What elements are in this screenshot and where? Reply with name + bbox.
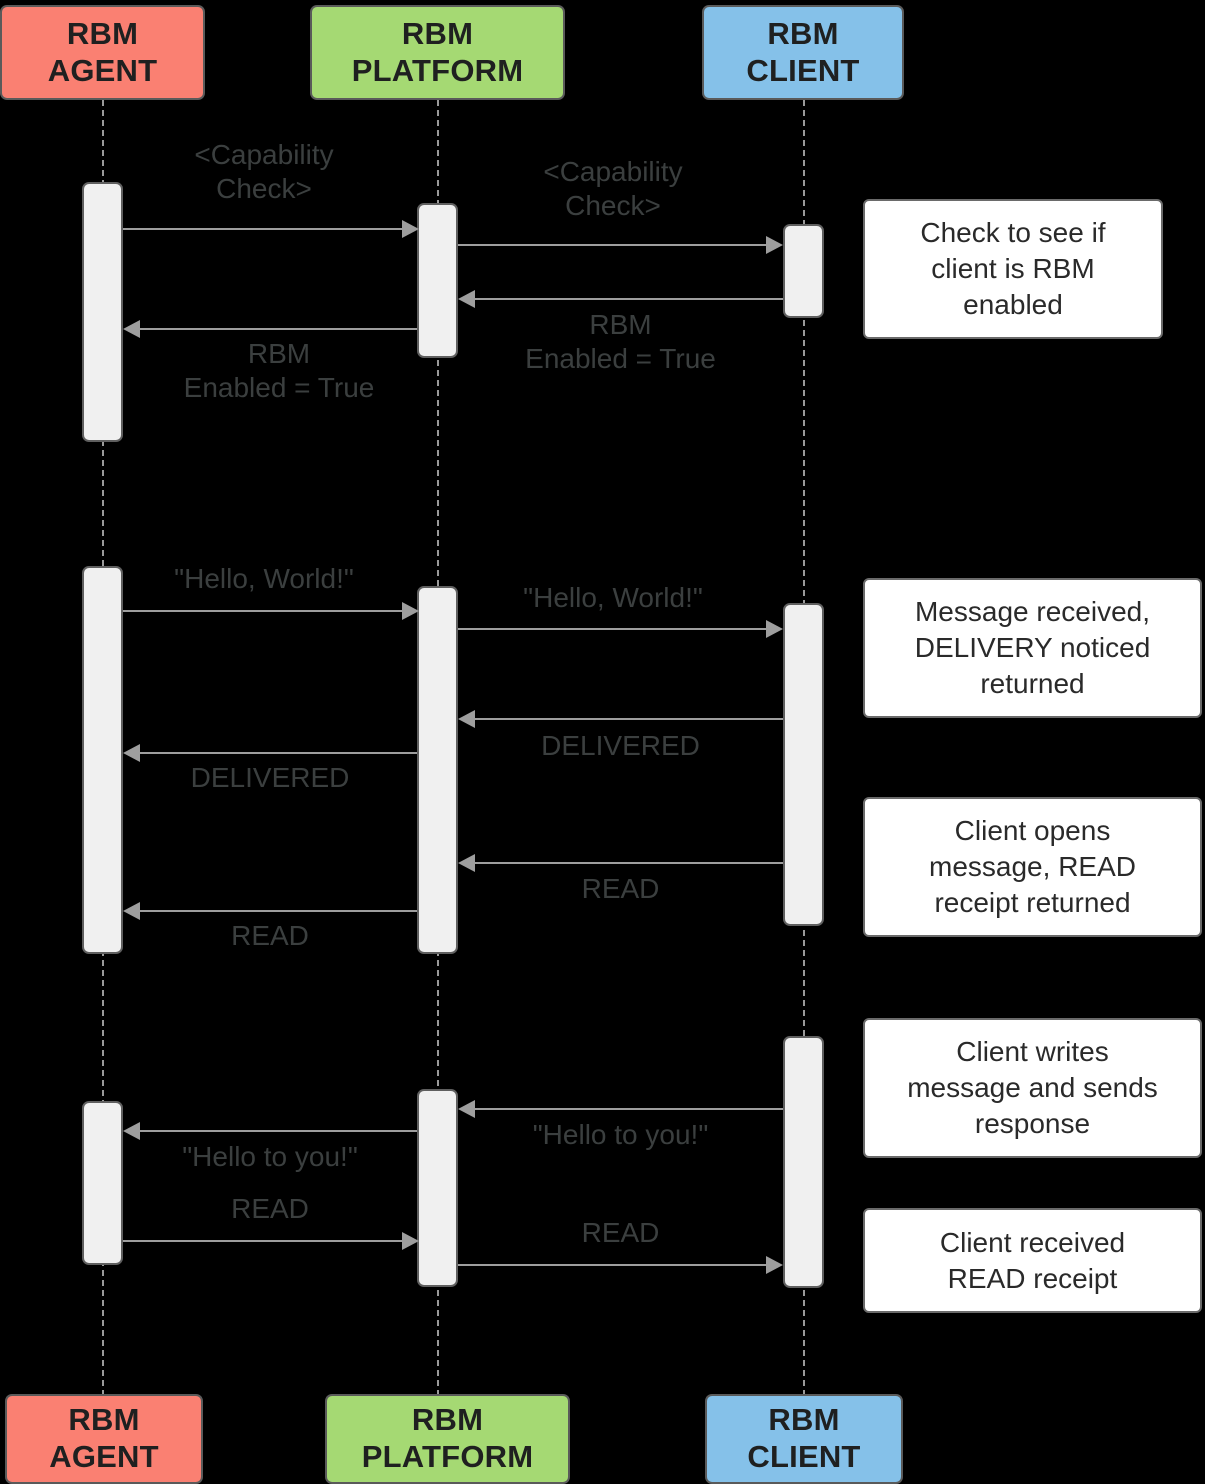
actor-header-agent-line1: RBM: [66, 15, 139, 51]
activation-agent-2: [82, 566, 123, 954]
actor-header-agent[interactable]: RBM AGENT: [0, 5, 205, 100]
actor-header-client[interactable]: RBM CLIENT: [702, 5, 904, 100]
message-label-read-platform-agent: READ: [231, 920, 309, 951]
message-line-read-platform-client: [458, 1264, 768, 1266]
arrow-head-read-platform-agent: [123, 902, 140, 920]
message-label-read-platform-client: READ: [581, 1217, 660, 1248]
arrow-head-hello-to-you-platform-agent: [123, 1122, 140, 1140]
actor-footer-platform[interactable]: RBM PLATFORM: [325, 1394, 570, 1484]
actor-footer-agent-line1: RBM: [68, 1402, 140, 1438]
message-label-capability-check-platform-client: <Capability Check>: [543, 156, 683, 222]
activation-client-1: [783, 224, 824, 318]
message-line-rbm-enabled-client-platform: [475, 298, 783, 300]
actor-header-client-line2: CLIENT: [746, 52, 860, 88]
note-message-received: Message received, DELIVERY noticed retur…: [863, 578, 1202, 718]
message-label-rbm-enabled-client-platform: RBM Enabled = True: [525, 309, 716, 375]
message-label-delivered-platform-agent: DELIVERED: [190, 762, 350, 793]
actor-header-agent-line2: AGENT: [47, 52, 158, 88]
message-line-delivered-client-platform: [475, 718, 783, 720]
activation-client-2: [783, 603, 824, 926]
arrow-head-read-agent-platform: [402, 1232, 419, 1250]
actor-header-platform-line1: RBM: [401, 15, 474, 51]
actor-footer-platform-line2: PLATFORM: [361, 1439, 534, 1474]
message-line-capability-check-agent-platform: [123, 228, 405, 230]
arrow-head-delivered-platform-agent: [123, 744, 140, 762]
note-client-received-read-receipt: Client received READ receipt: [863, 1208, 1202, 1313]
arrow-head-hello-to-you-client-platform: [458, 1100, 475, 1118]
arrow-head-hello-world-platform-client: [766, 620, 783, 638]
actor-footer-agent-line2: AGENT: [49, 1439, 159, 1474]
message-label-read-agent-platform: READ: [231, 1193, 309, 1224]
message-label-hello-world-agent-platform: "Hello, World!": [174, 563, 354, 594]
actor-header-platform[interactable]: RBM PLATFORM: [310, 5, 565, 100]
activation-client-3: [783, 1036, 824, 1288]
message-label-read-client-platform: READ: [581, 873, 660, 904]
actor-footer-client-line2: CLIENT: [747, 1439, 861, 1474]
message-line-read-client-platform: [475, 862, 783, 864]
activation-platform-3: [417, 1089, 458, 1287]
message-line-delivered-platform-agent: [140, 752, 417, 754]
arrow-head-hello-world-agent-platform: [402, 602, 419, 620]
activation-platform-1: [417, 203, 458, 358]
note-client-opens-message: Client opens message, READ receipt retur…: [863, 797, 1202, 937]
arrow-head-read-client-platform: [458, 854, 475, 872]
message-label-capability-check-agent-platform: <Capability Check>: [194, 139, 334, 205]
message-label-hello-world-platform-client: "Hello, World!": [523, 582, 703, 613]
actor-header-platform-line2: PLATFORM: [351, 52, 524, 88]
message-label-hello-to-you-platform-agent: "Hello to you!": [182, 1141, 358, 1172]
message-line-read-agent-platform: [123, 1240, 405, 1242]
arrow-head-read-platform-client: [766, 1256, 783, 1274]
message-line-hello-world-agent-platform: [123, 610, 405, 612]
message-label-hello-to-you-client-platform: "Hello to you!": [532, 1119, 709, 1150]
actor-footer-client[interactable]: RBM CLIENT: [705, 1394, 903, 1484]
actor-header-client-line1: RBM: [767, 15, 839, 51]
activation-agent-3: [82, 1101, 123, 1265]
message-line-rbm-enabled-platform-agent: [140, 328, 417, 330]
message-line-hello-to-you-client-platform: [475, 1108, 783, 1110]
message-line-hello-to-you-platform-agent: [140, 1130, 417, 1132]
activation-platform-2: [417, 586, 458, 954]
arrow-head-capability-check-platform-client: [766, 236, 783, 254]
actor-footer-platform-line1: RBM: [411, 1402, 484, 1438]
note-client-writes-message: Client writes message and sends response: [863, 1018, 1202, 1158]
arrow-head-rbm-enabled-client-platform: [458, 290, 475, 308]
arrow-head-capability-check-agent-platform: [402, 220, 419, 238]
message-line-capability-check-platform-client: [458, 244, 768, 246]
message-label-rbm-enabled-platform-agent: RBM Enabled = True: [183, 338, 375, 404]
message-line-hello-world-platform-client: [458, 628, 768, 630]
arrow-head-delivered-client-platform: [458, 710, 475, 728]
actor-footer-client-line1: RBM: [768, 1402, 840, 1438]
arrow-head-rbm-enabled-platform-agent: [123, 320, 140, 338]
message-line-read-platform-agent: [140, 910, 417, 912]
message-label-delivered-client-platform: DELIVERED: [541, 730, 700, 761]
note-capability-check: Check to see if client is RBM enabled: [863, 199, 1163, 339]
actor-footer-agent[interactable]: RBM AGENT: [5, 1394, 203, 1484]
activation-agent-1: [82, 182, 123, 442]
